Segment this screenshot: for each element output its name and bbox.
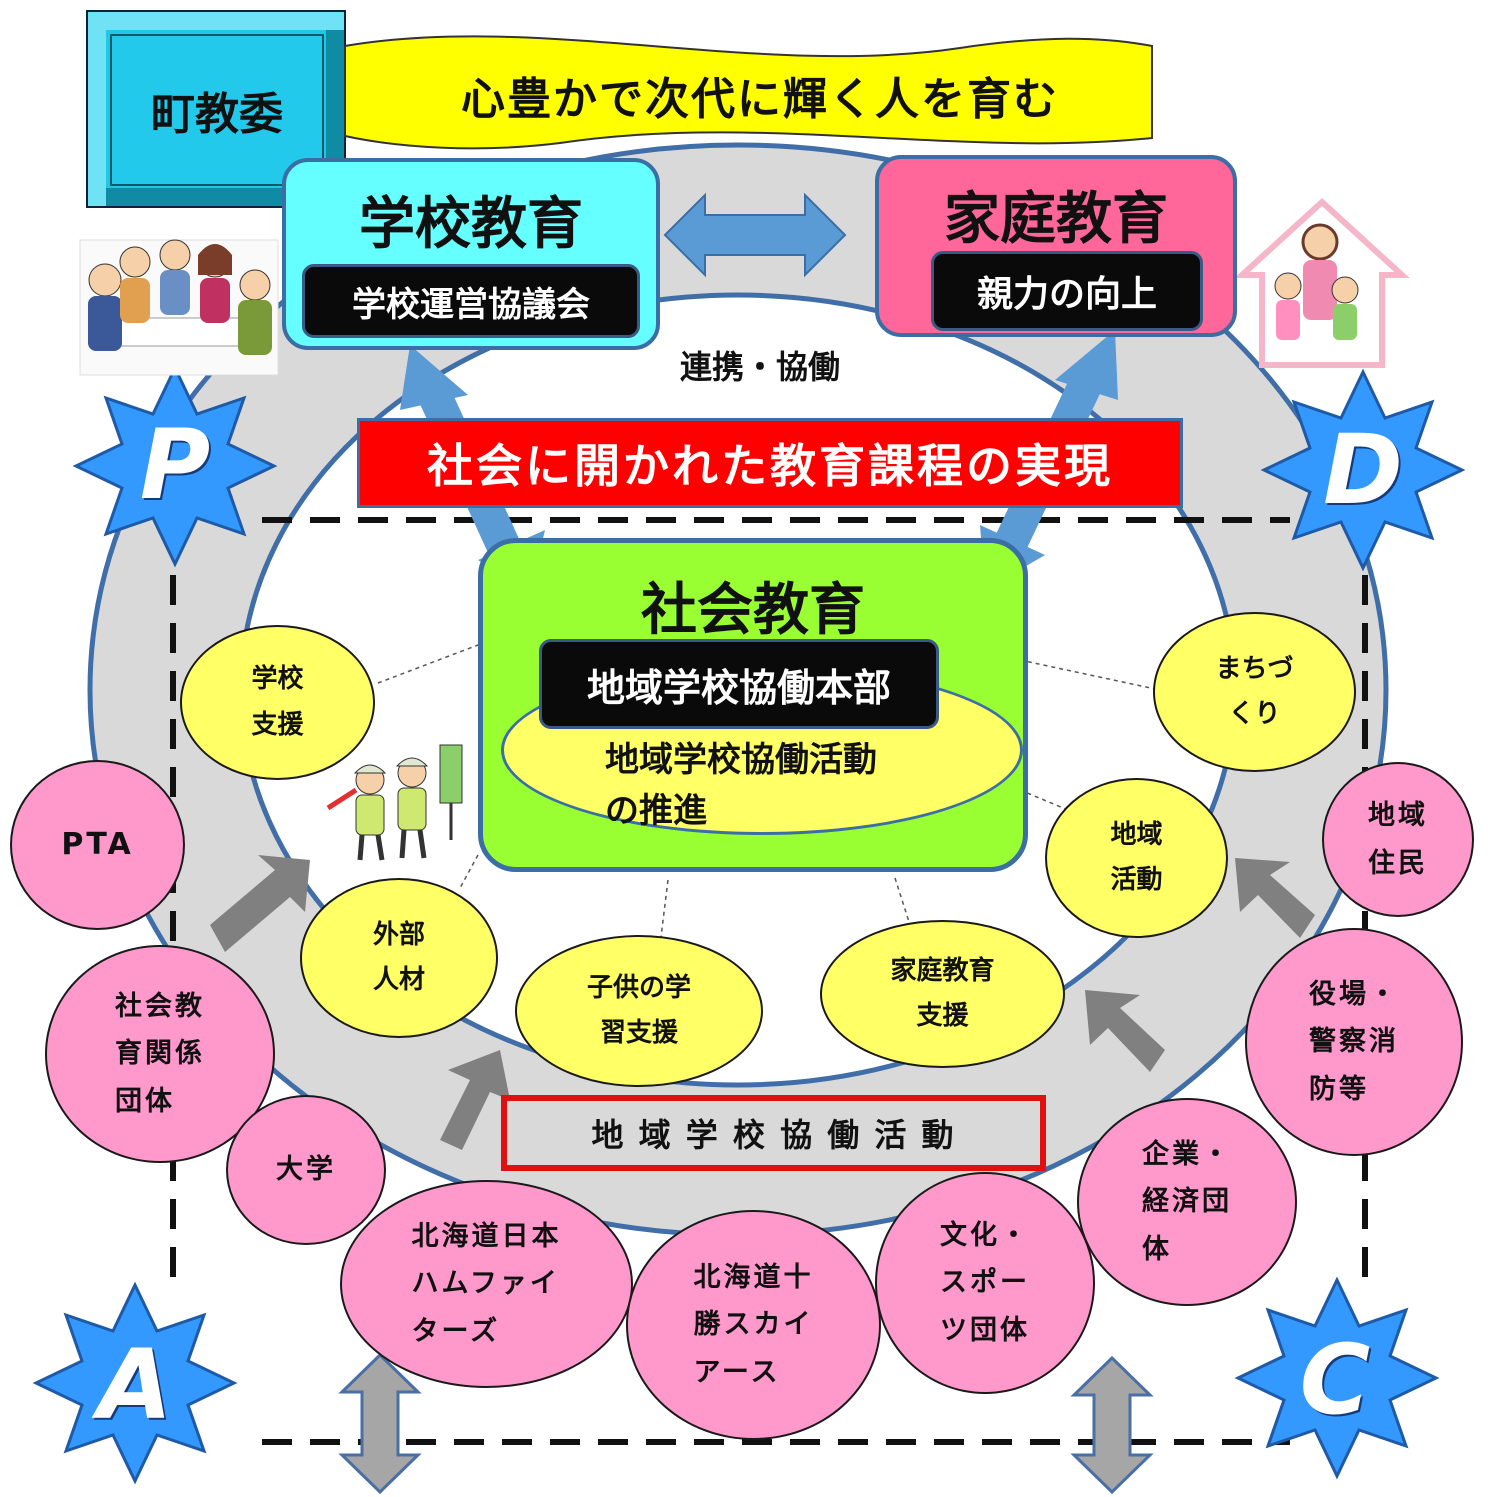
curriculum-banner: 社会に開かれた教育課程の実現 [357,418,1183,508]
child-learning-support-text: 子供の学 習支援 [586,972,691,1049]
office-police-text: 役場・ 警察消 防等 [1309,979,1399,1105]
community-activity-text: 地域 活動 [1110,819,1163,896]
school-support-bubble: 学校 支援 [180,625,375,780]
gray-arrows [210,855,1315,1150]
meeting-people-illustration [79,239,279,376]
social-education-box: 社会教育 地域学校協働本部 地域学校協働活動 の推進 [478,538,1028,872]
slogan-text: 心豊かで次代に輝く人を育む [461,74,1059,125]
family-house-illustration [1234,197,1410,368]
school-council-label: 学校運営協議会 [302,264,640,338]
pta-bubble: PTA [10,760,185,930]
office-police-bubble: 役場・ 警察消 防等 [1245,928,1463,1156]
traffic-guards-illustration [326,744,463,861]
fighters-bubble: 北海道日本 ハムファイ ターズ [340,1180,633,1388]
home-education-support-bubble: 家庭教育 支援 [820,920,1065,1068]
school-education-title: 学校教育 [359,191,583,257]
social-education-title: 社会教育 [641,577,865,643]
culture-sports-bubble: 文化・ スポー ツ団体 [875,1172,1095,1394]
residents-bubble: 地域 住民 [1322,762,1474,917]
promotion-text: 地域学校協働活動 の推進 [605,740,877,831]
sky-earth-text: 北海道十 勝スカイ アース [693,1262,814,1388]
business-bubble: 企業・ 経済団 体 [1077,1098,1297,1306]
sky-earth-bubble: 北海道十 勝スカイ アース [626,1210,881,1440]
hq-label: 地域学校協働本部 [539,639,939,729]
university-bubble: 大学 [226,1095,386,1245]
pta-text: PTA [61,826,134,862]
fighters-text: 北海道日本 ハムファイ ターズ [411,1221,562,1347]
social-education-orgs-text: 社会教 育関係 団体 [115,991,205,1117]
activity-label-box: 地 域 学 校 協 働 活 動 [501,1095,1046,1171]
town-making-bubble: まちづ くり [1153,612,1356,772]
plan-star-label: P [139,409,211,521]
slogan-banner-shape [344,35,1153,150]
university-text: 大学 [276,1154,336,1186]
residents-text: 地域 住民 [1368,800,1428,879]
family-education-box: 家庭教育 親力の向上 [875,155,1237,337]
connector-lines [377,644,1161,946]
school-support-text: 学校 支援 [251,664,304,740]
family-education-title: 家庭教育 [944,186,1168,252]
school-family-double-arrow [663,192,847,278]
star-shapes [32,364,1466,1485]
education-board-label: 町教委 [110,34,324,186]
business-text: 企業・ 経済団 体 [1142,1139,1232,1265]
child-learning-support-bubble: 子供の学 習支援 [515,935,763,1087]
external-talent-text: 外部 人材 [372,919,425,996]
do-star-label: D [1323,414,1403,526]
social-education-orgs-bubble: 社会教 育関係 団体 [45,945,275,1163]
check-star-label: C [1299,1324,1371,1436]
bottom-double-arrows [338,1352,1154,1495]
culture-sports-text: 文化・ スポー ツ団体 [940,1220,1030,1346]
education-board-box: 町教委 [86,10,346,208]
home-education-support-text: 家庭教育 支援 [890,955,995,1032]
parent-power-label: 親力の向上 [931,251,1203,331]
community-activity-bubble: 地域 活動 [1045,778,1228,938]
collaboration-label: 連携・協働 [679,348,840,386]
town-making-text: まちづ くり [1215,653,1294,730]
school-education-box: 学校教育 学校運営協議会 [282,158,660,350]
external-talent-bubble: 外部 人材 [300,878,498,1038]
action-star-label: A [97,1329,173,1441]
